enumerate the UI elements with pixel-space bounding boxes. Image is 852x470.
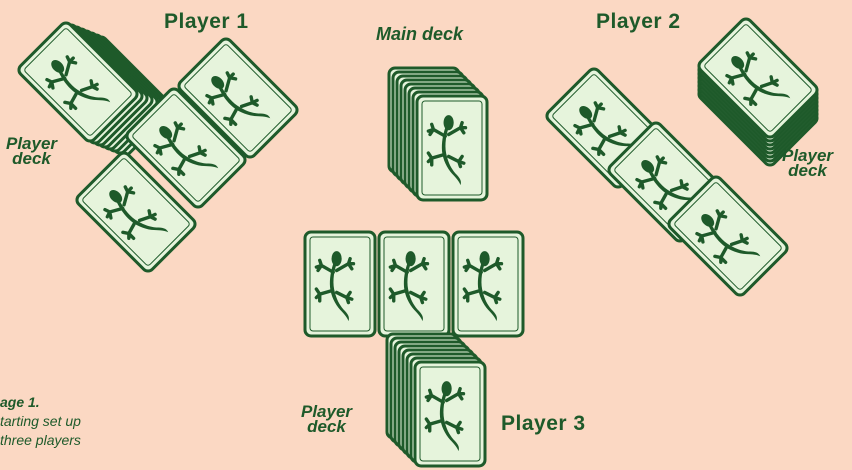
figure-caption: age 1. tarting set up three players: [0, 393, 81, 450]
caption-title: age 1.: [0, 393, 81, 412]
player-3-card: [379, 232, 449, 336]
player-2-deck-label: Player deck: [782, 148, 833, 178]
player-1-label: Player 1: [164, 10, 249, 34]
player-3-label: Player 3: [501, 412, 586, 436]
caption-line-1: tarting set up: [0, 412, 81, 431]
player-2-label: Player 2: [596, 10, 681, 34]
player-3-card: [305, 232, 375, 336]
player-1-deck-label: Player deck: [6, 136, 57, 166]
main-deck-label: Main deck: [376, 24, 463, 45]
main-deck-card-top: [417, 96, 487, 200]
player-3-card: [453, 232, 523, 336]
cards-layer: [16, 16, 819, 466]
player-3-deck-label: Player deck: [301, 404, 352, 434]
caption-line-2: three players: [0, 431, 81, 450]
player-3-deck-card-top: [415, 362, 485, 466]
deck-label-word2: deck: [782, 163, 833, 178]
deck-label-word2: deck: [6, 151, 57, 166]
deck-label-word2: deck: [301, 419, 352, 434]
